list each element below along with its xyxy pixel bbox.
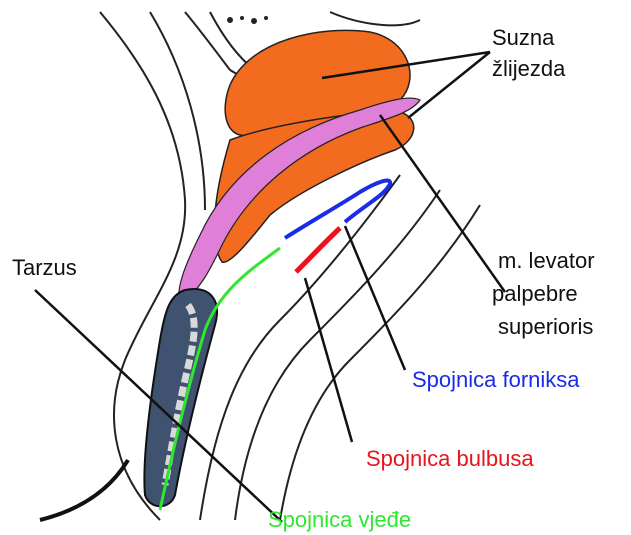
conjunctiva-bulbar	[296, 228, 340, 272]
label-tarzus: Tarzus	[12, 255, 77, 280]
label-levator-1: m. levator	[498, 248, 595, 273]
label-zlijezda: žlijezda	[492, 56, 566, 81]
label-vjede: Spojnica vjeđe	[268, 507, 411, 532]
eyelash	[40, 460, 128, 520]
skull-marks	[227, 16, 268, 24]
tarsus	[144, 289, 217, 506]
label-bulbus: Spojnica bulbusa	[366, 446, 534, 471]
label-levator-3: superioris	[498, 314, 593, 339]
label-suzna: Suzna	[492, 25, 555, 50]
label-levator-2: palpebre	[492, 281, 578, 306]
label-forniks: Spojnica forniksa	[412, 367, 580, 392]
